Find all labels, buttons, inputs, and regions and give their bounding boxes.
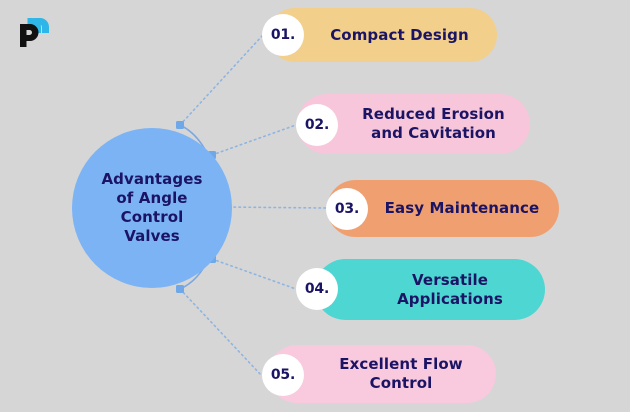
arc-node-1 [176, 121, 184, 129]
arc-node-5 [176, 285, 184, 293]
item-number-badge-5[interactable]: 05. [262, 354, 304, 396]
item-number-2: 02. [304, 117, 330, 133]
item-number-5: 05. [270, 367, 296, 383]
item-label-3: Easy Maintenance [384, 199, 540, 218]
item-label-5: Excellent Flow Control [339, 355, 463, 392]
item-number-badge-1[interactable]: 01. [262, 14, 304, 56]
item-number-1: 01. [270, 27, 296, 43]
item-pill-3[interactable]: Easy Maintenance [327, 180, 559, 237]
item-pill-1[interactable]: Compact Design [268, 8, 497, 62]
item-label-2: Reduced Erosion and Cavitation [362, 105, 505, 142]
brand-logo-icon [20, 18, 49, 47]
item-number-3: 03. [334, 201, 360, 217]
hub-title: Advantages of Angle Control Valves [101, 169, 203, 246]
central-hub: Advantages of Angle Control Valves [72, 128, 232, 288]
item-number-badge-4[interactable]: 04. [296, 268, 338, 310]
item-pill-5[interactable]: Excellent Flow Control [268, 345, 496, 403]
connector-line-5 [179, 288, 263, 377]
connector-line-4 [211, 258, 297, 290]
item-label-1: Compact Design [330, 25, 469, 44]
connector-line-3 [223, 206, 327, 209]
item-pill-4[interactable]: Versatile Applications [315, 259, 545, 320]
item-number-4: 04. [304, 281, 330, 297]
connector-line-1 [179, 35, 263, 126]
connector-line-2 [211, 124, 297, 156]
item-number-badge-3[interactable]: 03. [326, 188, 368, 230]
item-label-4: Versatile Applications [397, 270, 503, 308]
item-number-badge-2[interactable]: 02. [296, 104, 338, 146]
brand-logo [12, 10, 58, 50]
